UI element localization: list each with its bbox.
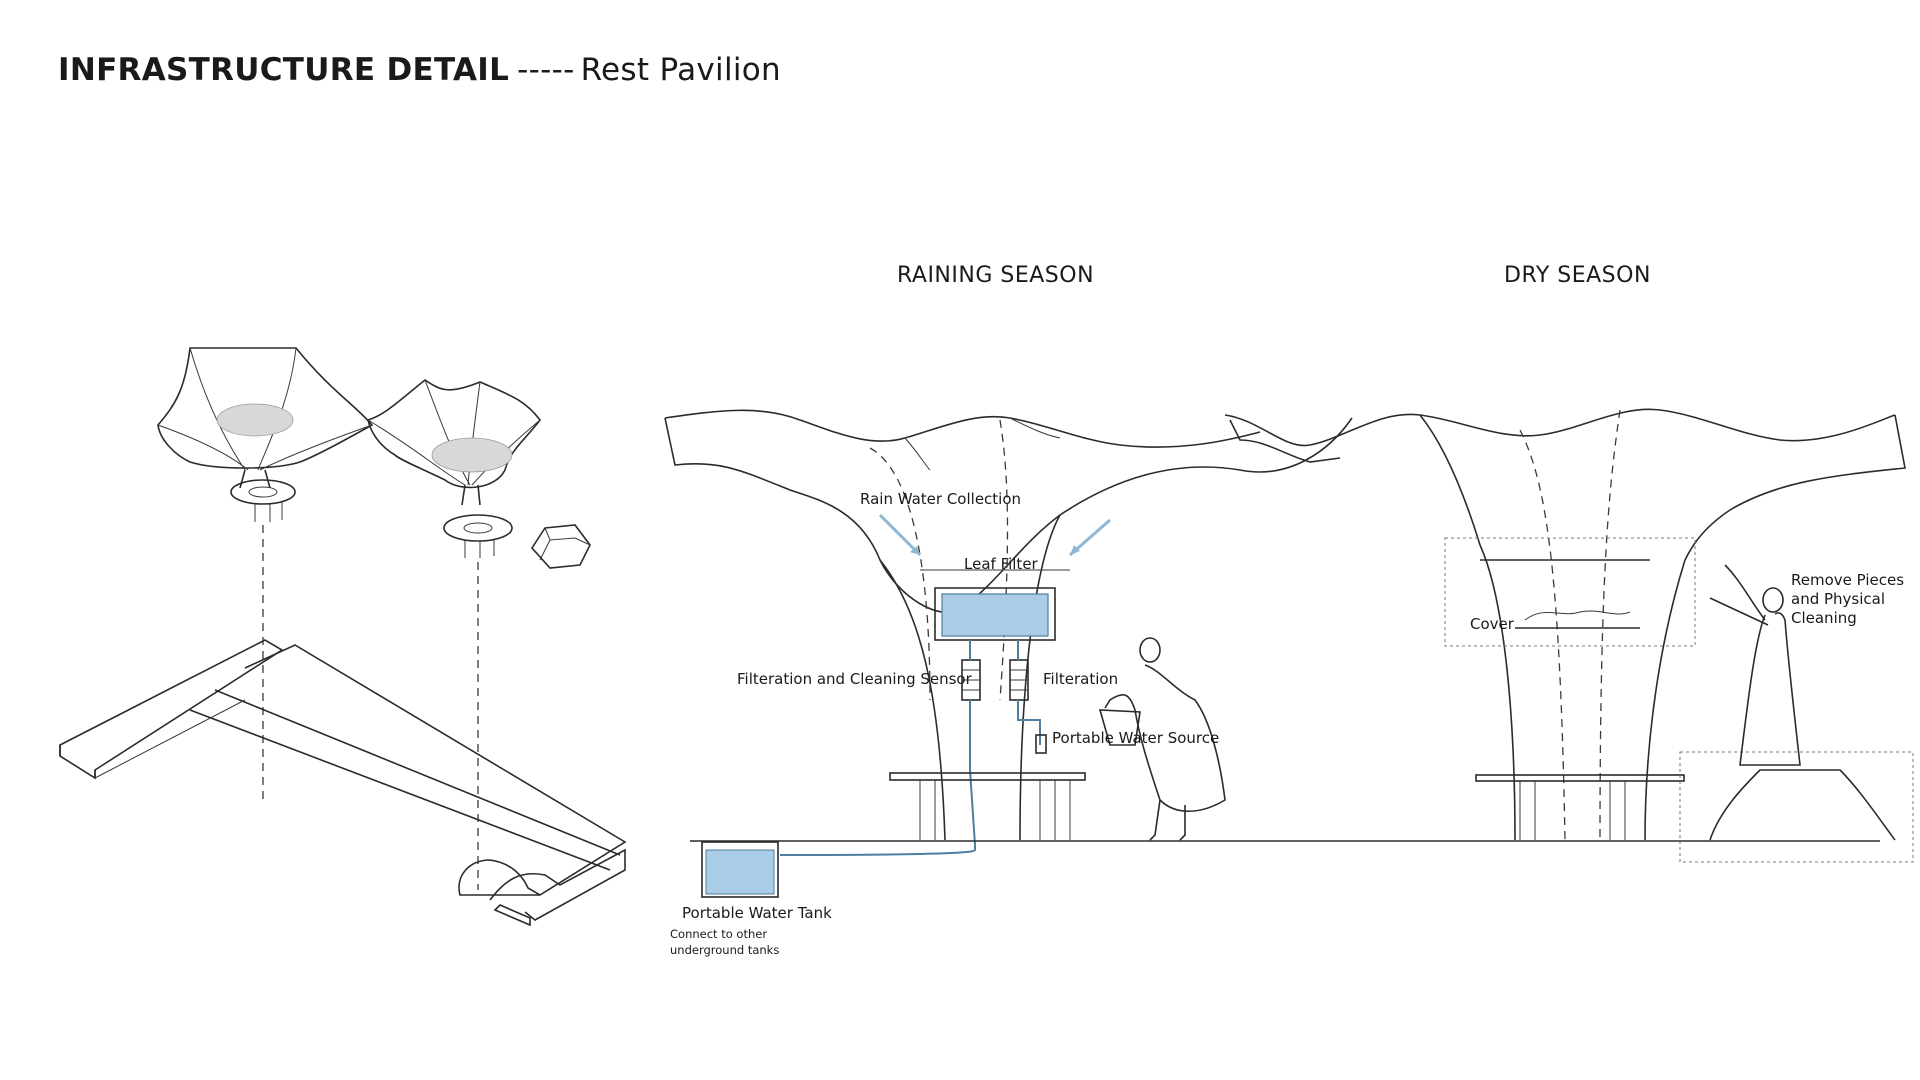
rain-water-collection-label: Rain Water Collection xyxy=(860,490,1022,508)
dry-season-heading: DRY SEASON xyxy=(1504,263,1651,288)
title-separator: ----- xyxy=(517,52,575,88)
person-cleaning xyxy=(1709,564,1801,766)
dry-section xyxy=(1224,408,1914,863)
hex-cover xyxy=(530,524,591,569)
leaf-filter-label: Leaf Filter xyxy=(964,555,1038,573)
portable-water-source-label: Portable Water Source xyxy=(1052,729,1220,747)
filteration-label: Filteration xyxy=(1043,670,1119,688)
raining-season-heading: RAINING SEASON xyxy=(897,263,1095,288)
bench-platform xyxy=(59,639,627,927)
umbrella-canopy-2 xyxy=(367,379,542,558)
title-rest: Rest Pavilion xyxy=(580,52,781,88)
filteration-sensor-label: Filteration and Cleaning Sensor xyxy=(737,670,972,688)
title-bold: INFRASTRUCTURE DETAIL xyxy=(58,52,510,88)
cover-label: Cover xyxy=(1470,615,1514,633)
portable-water-tank-label: Portable Water Tank xyxy=(682,904,832,922)
axonometric-view xyxy=(59,347,627,927)
raining-canopy xyxy=(664,409,1261,448)
raining-section xyxy=(664,409,1880,898)
umbrella-canopy-1 xyxy=(157,347,374,522)
person-collecting-water xyxy=(1098,637,1226,841)
page-title: INFRASTRUCTURE DETAIL-----Rest Pavilion xyxy=(58,52,781,88)
tank-note: Connect to other underground tanks xyxy=(670,927,780,957)
remove-pieces-label: Remove Pieces and Physical Cleaning xyxy=(1791,571,1905,627)
